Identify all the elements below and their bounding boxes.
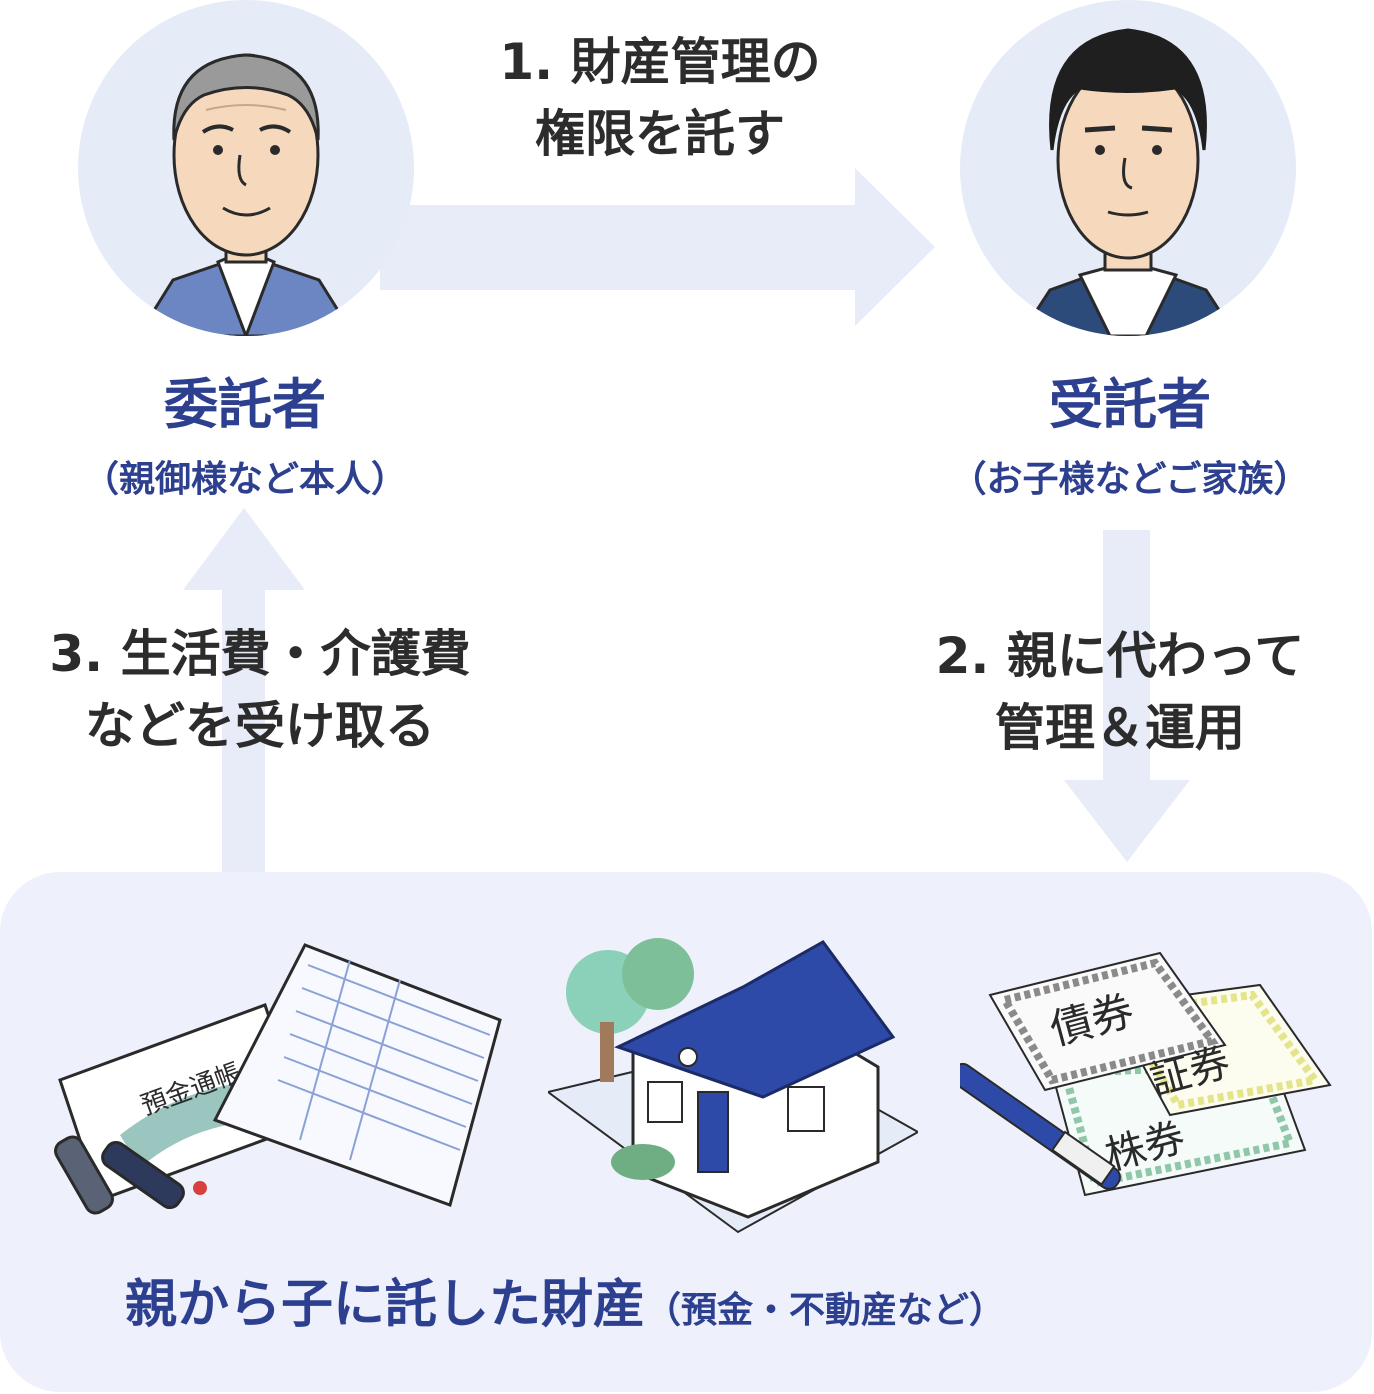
assets-caption-note: （預金・不動産など） (645, 1290, 1006, 1331)
step2-line2: 管理＆運用 (995, 699, 1245, 757)
step1-label: 1. 財産管理の 権限を託す (430, 26, 890, 170)
trustee-subtitle: （お子様などご家族） (950, 459, 1310, 500)
step2-label: 2. 親に代わって 管理＆運用 (880, 620, 1360, 764)
trustee-title: 受託者 (1049, 373, 1211, 436)
step3-label: 3. 生活費・介護費 などを受け取る (0, 618, 520, 762)
assets-caption-main: 親から子に託した財産 (125, 1275, 646, 1335)
arrow-receive (183, 508, 305, 880)
house-illustration (548, 938, 918, 1234)
step3-line2: などを受け取る (85, 697, 435, 755)
assets-caption: 親から子に託した財産（預金・不動産など） (125, 1262, 1255, 1337)
passbook-illustration: 預金通帳 (54, 943, 502, 1215)
step1-line1: 1. 財産管理の (499, 33, 821, 91)
arrow-entrust (380, 168, 935, 326)
certificates-illustration: 債券 証券 株券 (960, 951, 1332, 1197)
step1-line2: 権限を託す (535, 105, 785, 163)
step2-line1: 2. 親に代わって (935, 627, 1305, 685)
truster-title: 委託者 (164, 373, 326, 436)
trustee-avatar (960, 0, 1296, 336)
truster-avatar (78, 0, 414, 336)
step3-line1: 3. 生活費・介護費 (49, 625, 471, 683)
arrow-manage (1064, 530, 1190, 862)
truster-subtitle: （親御様など本人） (82, 459, 407, 500)
